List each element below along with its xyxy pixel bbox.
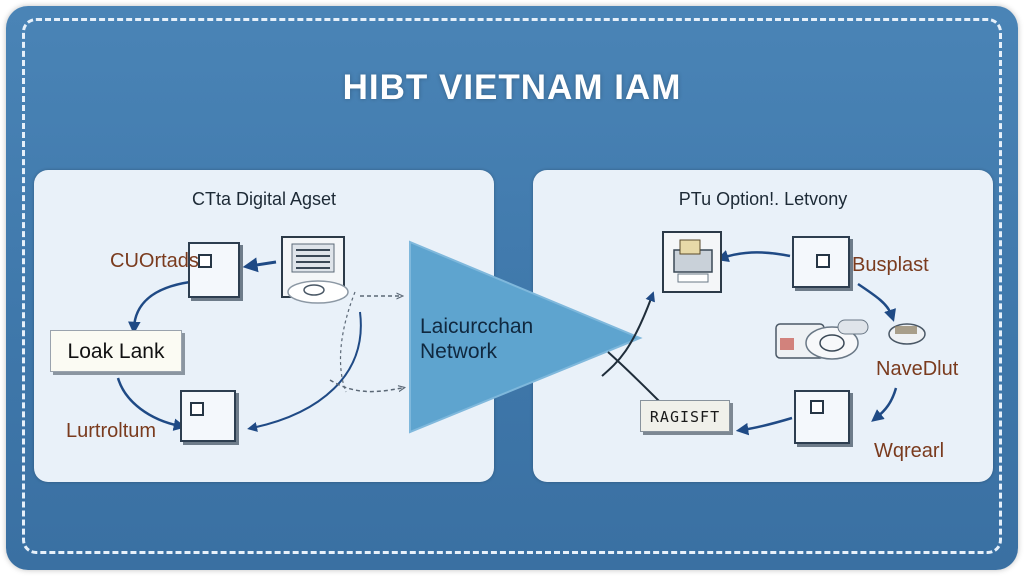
label-navedlut: NaveDlut [876,358,959,380]
loak-lank-box: Loak Lank [50,330,182,372]
label-wqrearl: Wqrearl [874,440,945,462]
arrow-triangle-to-ragisft [607,351,661,403]
label-busplast: Busplast [852,254,929,276]
printer-icon [662,231,722,293]
arrow-box-to-box [716,250,791,262]
dashed-border [22,18,1002,554]
arrow-triangle-to-top-box [601,291,655,377]
scanner-icon [888,323,926,345]
right-top-box [792,236,850,288]
right-top-box-square [816,254,830,268]
left-top-box [188,242,240,298]
label-cuortads: CUOrtads [110,250,199,272]
arrow-top-to-center [128,280,191,335]
arrow-server-to-box [242,257,277,273]
right-panel-title: PTu Option!. Letvony [678,189,848,209]
ragisft-box: RAGISFT [640,400,730,432]
right-bottom-box-square [810,400,824,414]
network-label-line1: Laicurcchan [420,315,534,338]
server-icon [281,236,349,304]
left-bottom-box [180,390,236,442]
right-bottom-box [794,390,850,444]
camera-icon [775,319,869,360]
dashed-arrow-bottom [329,379,402,393]
left-top-box-square [198,254,212,268]
arrow-curve-to-box [247,311,362,432]
arrow-center-to-bottom [116,377,187,431]
network-label-line2: Network [420,340,498,363]
arrow-box-to-ragisft [735,416,793,436]
diagram-title: HIBT VIETNAM IAM [342,68,682,107]
network-triangle [410,242,640,432]
arrow-navedlut-to-wqrearl [871,387,898,422]
left-bottom-box-square [190,402,204,416]
dashed-curve [339,291,356,393]
arrow-busplast-to-navedlut [857,282,896,322]
left-panel-title: CTta Digital Agset [191,189,337,209]
network-label: Laicurcchan Network [420,314,533,364]
label-lurtroltum: Lurtroltum [66,420,157,442]
